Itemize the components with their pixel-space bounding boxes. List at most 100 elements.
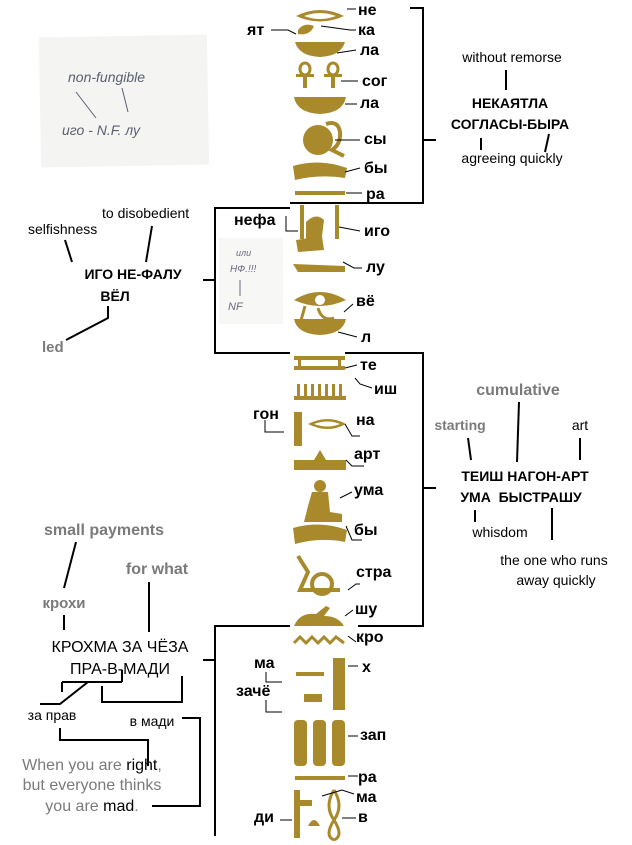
note-art: art: [572, 417, 588, 433]
cobra-glyph: [303, 121, 345, 158]
syllable-vyo: вё: [356, 293, 375, 310]
phrase-vyol: ВЁЛ: [100, 288, 129, 304]
syllable-gon: гон: [253, 406, 279, 423]
side-note-2: НФ.!!!: [230, 264, 257, 275]
stroke-glyph-2: [295, 776, 345, 780]
hare-glyph: [294, 606, 344, 626]
stroke-glyph: [295, 191, 345, 195]
note-selfishness: selfishness: [28, 221, 97, 237]
word-za-prav: за прав: [28, 707, 77, 723]
note-whisdom: whisdom: [471, 524, 527, 540]
note-cumulative: cumulative: [476, 382, 560, 399]
staff-glyph: [296, 658, 345, 710]
basket-glyph: [294, 97, 346, 114]
note-runs-line-2: away quickly: [516, 572, 595, 588]
game-board-glyph: [294, 384, 346, 400]
syllable-la-1: ла: [360, 42, 379, 59]
water-glyph: [292, 634, 345, 646]
syllable-ra-2: ра: [358, 769, 377, 786]
wing-glyph: [293, 162, 347, 180]
syllable-di: ди: [254, 809, 274, 826]
syllable-nefa: нефа: [234, 212, 276, 229]
arm-glyph: [293, 264, 345, 272]
syllable-lu: лу: [366, 259, 385, 276]
syllable-zache: зачё: [236, 683, 271, 700]
syllable-na: на: [356, 412, 375, 429]
small-handwritten-note: или НФ.!!! NF: [219, 238, 283, 324]
reed-leaf-glyph: [298, 24, 314, 35]
reed-glyph: [294, 412, 302, 446]
syllable-shu: шу: [355, 601, 377, 618]
seated-man-glyph: [304, 480, 342, 522]
syllable-ne: не: [358, 2, 377, 19]
syllable-la-2: ла: [360, 95, 379, 112]
phrase-nekayatla: НЕКАЯТЛА: [472, 95, 548, 111]
seated-pharaoh-glyph: [296, 205, 339, 252]
syllable-art: арт: [354, 446, 380, 463]
phrase-igo-nefalu: ИГО НЕ-ФАЛУ: [84, 266, 181, 282]
syllable-zap: зап: [360, 727, 386, 744]
group-igo-nefalu: to disobedient selfishness ИГО НЕ-ФАЛУ В…: [28, 205, 189, 356]
syllable-igo: иго: [364, 223, 390, 240]
syllable-pointers: [264, 8, 373, 821]
eye-of-horus-glyph: [294, 292, 346, 325]
rope-glyph: [296, 554, 340, 596]
syllable-by-2: бы: [354, 522, 378, 539]
bottom-glyphs: [294, 789, 341, 842]
mouth-glyph-2: [308, 419, 346, 429]
mouth-glyph: [296, 10, 344, 22]
syllable-uma: ума: [354, 482, 383, 499]
syllable-l: л: [361, 329, 371, 346]
syllable-ma-2: ма: [356, 789, 377, 806]
syllable-kro: кро: [356, 629, 384, 646]
phrase-soglasy-byra: СОГЛАСЫ-БЫРА: [451, 116, 569, 132]
note-runs-line-1: the one who runs: [500, 552, 607, 568]
syllable-ish: иш: [374, 381, 397, 398]
syllable-v: в: [358, 809, 368, 826]
syllable-kh: х: [362, 659, 371, 676]
note-line-bottom: иго - N.F. лу: [62, 122, 141, 138]
loaf-glyph: [294, 450, 346, 470]
phrase-teish-nagon-art: ТЕИШ НАГОН-АРТ: [461, 468, 589, 484]
brackets: [203, 7, 436, 836]
note-agreeing-quickly: agreeing quickly: [461, 150, 562, 166]
note-without-remorse: without remorse: [461, 49, 562, 65]
group-krokhma: small payments for what крохи КРОХМА ЗА …: [22, 522, 201, 815]
meaning-line-2: but everyone thinks: [23, 777, 162, 794]
side-note-3: NF: [228, 301, 244, 313]
phrase-krokhma-za-cheza: КРОХМА ЗА ЧЁЗА: [52, 638, 189, 656]
syllable-sy: сы: [364, 131, 387, 148]
bowl-glyph: [295, 42, 345, 57]
syllable-ra-1: ра: [366, 186, 385, 203]
meaning-line-1: When you are right,: [22, 757, 162, 774]
basket-glyph-2: [294, 319, 346, 335]
hieroglyph-column: [292, 10, 347, 842]
handwritten-note-photo: non-fungible иго - N.F. лу: [38, 34, 210, 168]
meaning-line-3: you are mad.: [45, 798, 138, 815]
syllable-by-1: бы: [364, 160, 388, 177]
figures-trio-glyph: [294, 720, 345, 766]
ankh-pair-glyph: [296, 61, 342, 88]
group-teish-nagon: cumulative starting art ТЕИШ НАГОН-АРТ У…: [434, 382, 607, 588]
group-nekayatla: without remorse НЕКАЯТЛА СОГЛАСЫ-БЫРА ag…: [451, 49, 569, 166]
note-to-disobedient: to disobedient: [102, 205, 189, 221]
side-note-1: или: [236, 248, 251, 258]
note-starting: starting: [434, 417, 485, 433]
syllable-te: те: [360, 357, 377, 374]
syllable-sog: сог: [362, 73, 388, 90]
word-v-madi: в мади: [130, 713, 175, 729]
column-syllables: не ка ла сог ла сы бы ра ят нефа иго лу …: [234, 2, 397, 826]
wing-glyph-2: [293, 524, 347, 544]
note-line-top: non-fungible: [68, 69, 145, 85]
syllable-ka: ка: [358, 22, 375, 39]
phrase-pra-v-madi: ПРА-В-МАДИ: [70, 661, 170, 678]
note-led: led: [42, 339, 64, 356]
word-krokhi: крохи: [42, 595, 85, 612]
syllable-yat: ят: [246, 22, 264, 39]
phrase-uma-bystrashu: УМА БЫСТРАШУ: [460, 489, 582, 505]
note-small-payments: small payments: [44, 522, 164, 539]
syllable-stra: стра: [356, 564, 392, 581]
syllable-ma-1: ма: [254, 655, 275, 672]
note-for-what: for what: [126, 561, 189, 578]
